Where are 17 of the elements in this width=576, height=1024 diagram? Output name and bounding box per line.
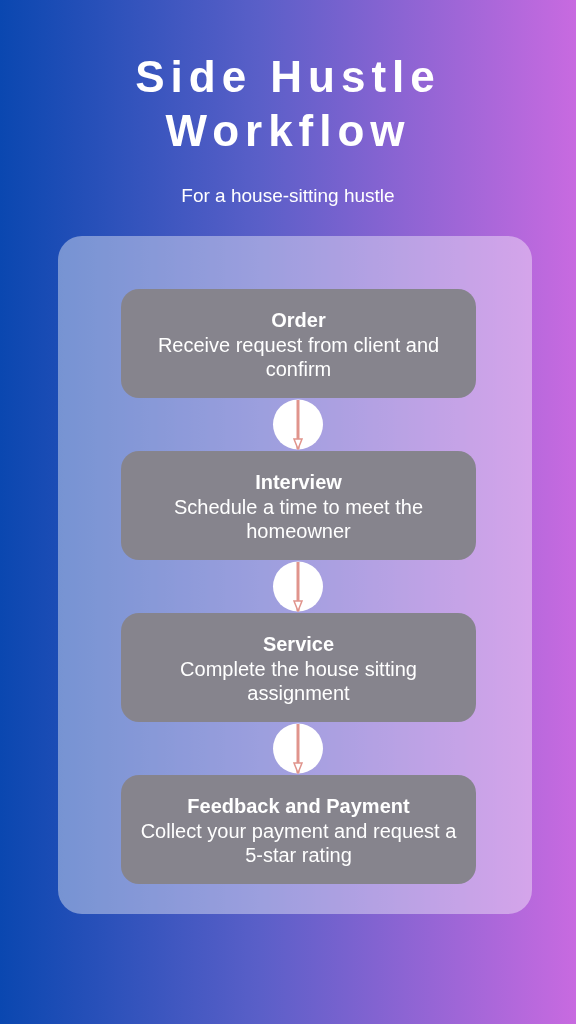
step-description: Schedule a time to meet the homeowner (172, 494, 424, 543)
step-box (121, 451, 476, 560)
subtitle: For a house-sitting hustle (180, 185, 396, 207)
arrow (293, 400, 303, 450)
step-description: Collect your payment and request a 5-star rating (139, 818, 458, 867)
step-box (121, 775, 476, 884)
arrow (293, 724, 303, 774)
step-heading: Interview (255, 469, 342, 495)
title: Side Hustle Workflow (134, 51, 442, 157)
step-heading: Service (262, 631, 335, 657)
step-description: Complete the house sitting assignment (179, 656, 418, 705)
step-description: Receive request from client and confirm (156, 332, 441, 381)
step-box (121, 613, 476, 722)
step-box (121, 289, 476, 398)
step-heading: Feedback and Payment (187, 793, 410, 819)
step-heading: Order (271, 307, 326, 333)
arrow (293, 562, 303, 612)
